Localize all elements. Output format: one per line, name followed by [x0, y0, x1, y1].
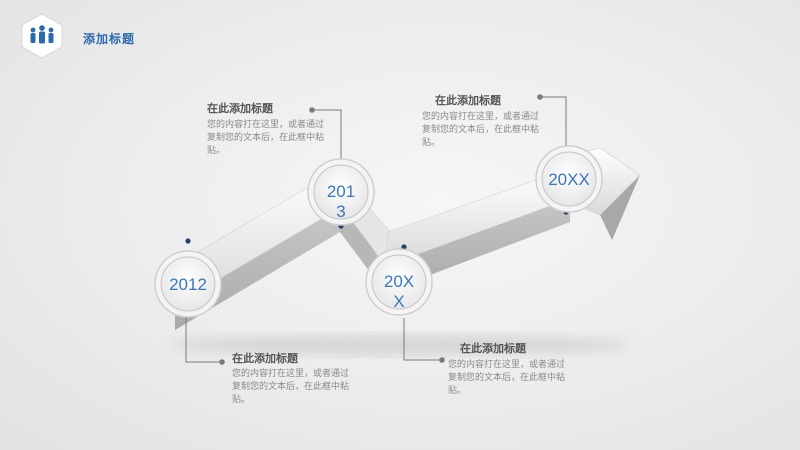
milestone-desc-2012: 您的内容打在这里，或者通过复制您的文本后，在此框中粘贴。 [232, 369, 350, 405]
milestone-desc-20xx-high: 您的内容打在这里，或者通过复制您的文本后，在此框中粘贴。 [422, 112, 540, 148]
milestone-disc-2013 [307, 158, 375, 226]
milestone-disc-20xx-low [365, 248, 433, 316]
connector-2012 [185, 300, 222, 363]
milestone-desc-20xx-low: 您的内容打在这里，或者通过复制您的文本后，在此框中粘贴。 [448, 360, 566, 396]
milestone-year-4: 20XX [548, 170, 590, 189]
people-group-icon [21, 13, 63, 59]
connector-20xx-high [540, 96, 567, 150]
milestone-disc-20xx-high [535, 145, 603, 213]
milestone-disc-2012 [154, 250, 222, 318]
milestone-title-20xx-high: 在此添加标题 [435, 94, 501, 107]
connector-20xx-low [403, 318, 442, 361]
milestone-desc-2013: 您的内容打在这里，或者通过复制您的文本后，在此框中粘贴。 [207, 120, 325, 156]
milestone-title-20xx-low: 在此添加标题 [460, 342, 526, 355]
connector-2013 [312, 109, 342, 170]
milestone-year-1: 2012 [169, 275, 207, 294]
milestone-year-3: 20XX [383, 272, 415, 311]
milestone-year-2: 2013 [326, 182, 356, 221]
milestone-title-2013: 在此添加标题 [207, 102, 273, 115]
page-title: 添加标题 [83, 32, 136, 46]
milestone-title-2012: 在此添加标题 [232, 352, 298, 365]
